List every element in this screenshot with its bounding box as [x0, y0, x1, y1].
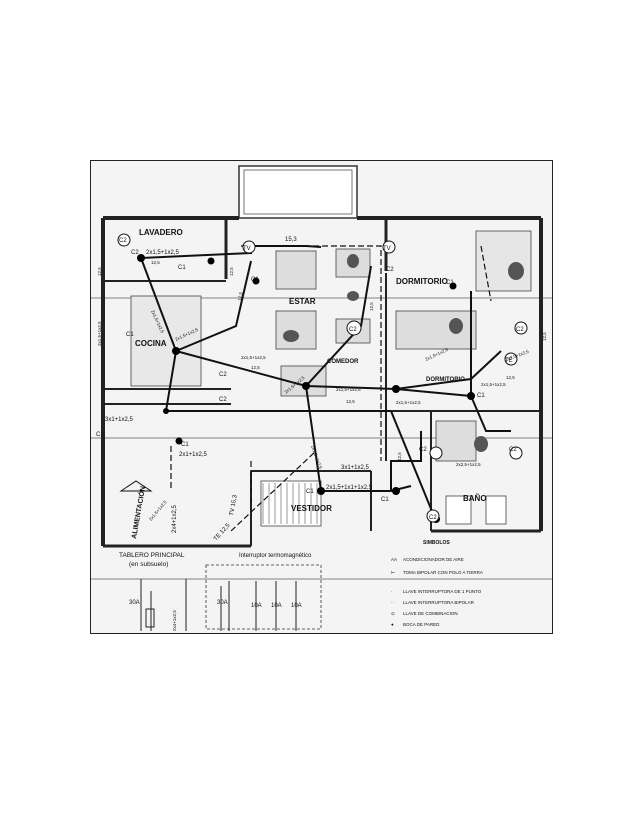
cable-label: 12,5 — [97, 267, 102, 276]
tablero-subtitle: (en subsuelo) — [129, 561, 168, 568]
cable-label: 12,5 — [542, 332, 547, 341]
room-estar: ESTAR — [289, 297, 316, 306]
circuit-label-c1: C1 — [306, 489, 314, 495]
wiring-dashed — [170, 245, 492, 532]
cable-label: 2x1,5+1x2,5 — [241, 355, 266, 360]
legend-symbol: ⊙ — [391, 611, 395, 616]
circuit-label-c2: C2 — [386, 267, 394, 273]
circuit-label-c1: C1 — [126, 332, 134, 338]
circuit-label-te: TE — [505, 358, 513, 364]
room-dormitorio-1: DORMITORIO — [396, 277, 448, 286]
legend-symbol: ·· — [391, 600, 394, 605]
cable-label: 12,5 — [251, 365, 260, 370]
cable-label: 2x1,5+1x1+1x2,5 — [326, 485, 373, 491]
balcony — [238, 165, 358, 219]
floor-plan: LAVADERO ESTAR DORMITORIO COCINA COMEDOR… — [91, 161, 552, 633]
alimentacion-arrow — [119, 480, 153, 492]
legend-text: BOCA DE PARED — [403, 622, 440, 627]
diagram-frame: LAVADERO ESTAR DORMITORIO COCINA COMEDOR… — [90, 160, 553, 634]
circuit-label-c2: C2 — [131, 250, 139, 256]
junction-dots — [137, 254, 475, 523]
breaker-lines — [140, 579, 297, 631]
circuit-label-c2: C2 — [219, 397, 227, 403]
room-dormitorio-2: DORMITORIO — [426, 377, 465, 383]
cable-label: TV 15,3 — [229, 494, 239, 516]
breaker-rating: 30A — [129, 600, 140, 606]
legend-symbol: · — [391, 589, 393, 594]
cable-label: 2x1,5+1x2,5 — [146, 250, 180, 256]
cable-label: 12,5 — [346, 399, 355, 404]
circuit-label-c1: C1 — [178, 265, 186, 271]
room-cocina: COCINA — [135, 339, 167, 348]
cable-label: 3x1+1x2,5 — [105, 417, 134, 423]
breaker-box — [205, 564, 322, 630]
breaker-rating: 30A — [217, 600, 228, 606]
walls — [101, 216, 543, 548]
cable-label: 2x2,5+1x2,5 — [456, 462, 481, 467]
circuit-label-c1: C1 — [446, 280, 454, 286]
legend-symbol: AA — [391, 557, 397, 562]
cable-label: 2x1,5+1x2,5 — [97, 321, 102, 346]
cable-label: 2x1,5+1x2,5 — [481, 382, 506, 387]
room-comedor: COMEDOR — [327, 359, 359, 365]
circuit-label-tv: TV — [383, 246, 391, 252]
circuit-label-c1: C1 — [477, 393, 485, 399]
legend-text: LLAVE DE COMBINACION — [403, 611, 458, 616]
circuit-label-tv: TV — [243, 246, 251, 252]
legend-symbol: ⊢ — [391, 569, 395, 575]
legend-title: SIMBOLOS — [423, 540, 450, 546]
circuit-label-c1: C1 — [96, 432, 104, 438]
circuit-label-c1: C1 — [251, 277, 259, 283]
breaker-rating: 10A — [291, 603, 302, 609]
circuit-symbols — [117, 233, 528, 523]
tablero-title: TABLERO PRINCIPAL — [119, 552, 185, 559]
legend-text: TOMA BIPOLAR CON POLO A TIERRA — [403, 570, 483, 575]
cable-label: 2x1,5+1x2,5 — [336, 387, 361, 392]
cable-label: 12,5 — [506, 375, 515, 380]
cable-label: 2x1,5+1x2,5 — [396, 400, 421, 405]
cable-label: 2x4+1x2,5 — [172, 504, 178, 533]
circuit-label-c2: C2 — [349, 327, 357, 333]
circuit-label-c2: C2 — [419, 447, 427, 453]
breaker-rating: 10A — [251, 603, 262, 609]
room-vestidor: VESTIDOR — [291, 504, 332, 513]
interruptor-title: Interruptor termomagnético — [239, 553, 312, 559]
circuit-label-c2: C2 — [219, 372, 227, 378]
vestidor-hatching — [262, 483, 318, 524]
plants — [283, 254, 524, 452]
breaker-rating: 10A — [271, 603, 282, 609]
cable-label: 12,5 — [397, 452, 402, 461]
cable-label: 12,5 — [151, 260, 160, 265]
circuit-label-c1: C1 — [381, 497, 389, 503]
circuit-label-c2: C2 — [119, 238, 127, 244]
legend-symbol: ● — [391, 622, 394, 627]
room-bano: BAÑO — [463, 494, 487, 503]
cable-label: 3x1+1x2,5 — [341, 465, 370, 471]
cable-label: 12,5 — [237, 291, 244, 301]
room-lavadero: LAVADERO — [139, 228, 183, 237]
legend-text: LLAVE INTERRUPTORA BIPOLAR — [403, 600, 475, 605]
circuit-label-c1: C1 — [181, 442, 189, 448]
legend-text: ACONDICIONADOR DE AIRE — [403, 557, 464, 562]
cable-label: 12,5 — [369, 302, 374, 311]
tablero-cable: 2x4+1x2,5 — [172, 610, 177, 631]
legend-text: LLAVE INTERRUPTORA DE 1 PUNTO — [403, 589, 482, 594]
cable-label: 15,3 — [285, 237, 297, 243]
circuit-label-c2: C2 — [429, 515, 437, 521]
cable-label: 2x1+1x2,5 — [179, 452, 208, 458]
cable-label: 12,5 — [229, 267, 234, 276]
legend: SIMBOLOS AA ACONDICIONADOR DE AIRE ⊢ TOM… — [391, 540, 483, 627]
circuit-label-c2: C2 — [509, 447, 517, 453]
circuit-label-c2: C2 — [516, 327, 524, 333]
